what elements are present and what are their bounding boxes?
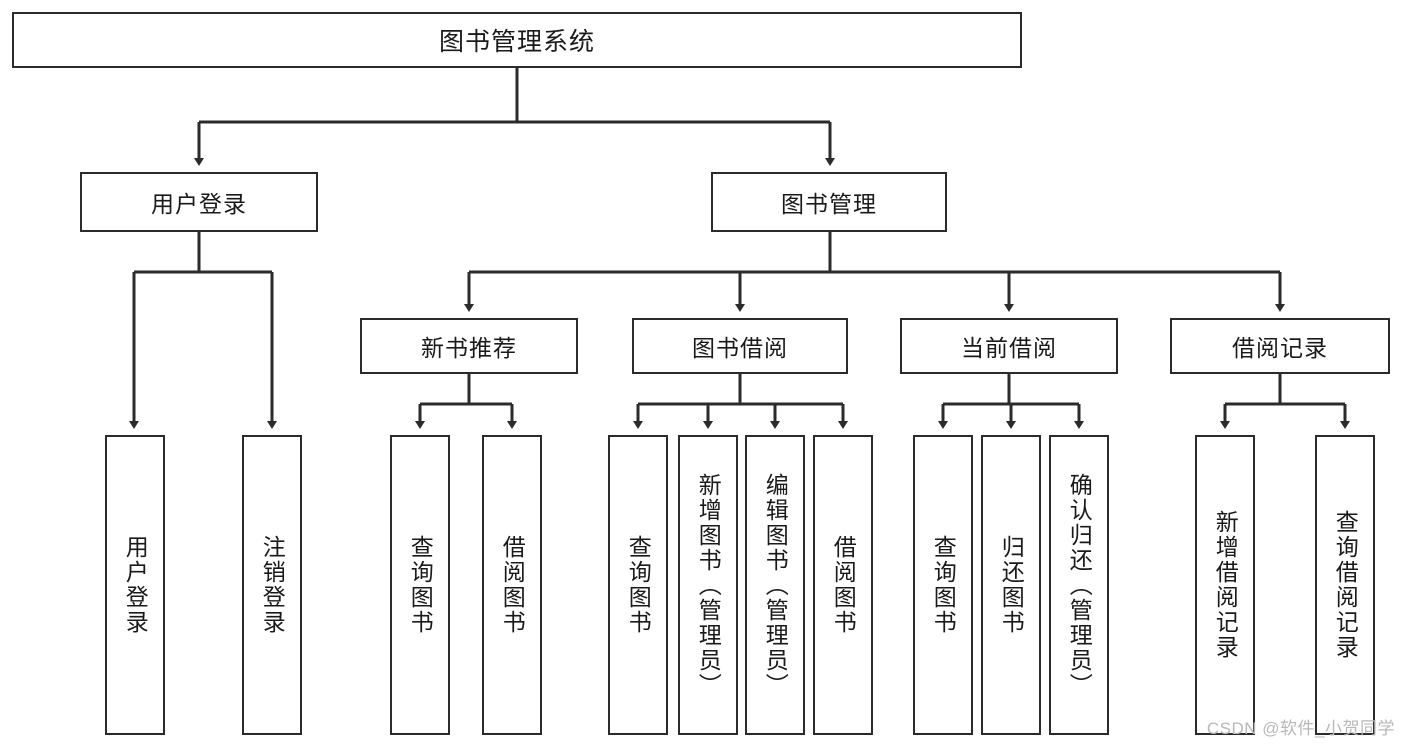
node-leaf-logout-label: 注销登录: [259, 535, 286, 635]
node-leaf-logout[interactable]: 注销登录: [242, 435, 302, 735]
node-book-manage-label: 图书管理: [781, 191, 877, 217]
watermark: CSDN @软件_小贺同学: [1206, 719, 1395, 738]
node-leaf-edit-book-label: 编辑图书（管理员）: [762, 472, 789, 698]
node-leaf-return-book-label: 归还图书: [998, 535, 1025, 635]
node-new-book-recommend[interactable]: 新书推荐: [360, 318, 578, 374]
node-leaf-add-book-label: 新增图书（管理员）: [695, 472, 722, 698]
node-user-login[interactable]: 用户登录: [80, 172, 318, 232]
node-user-login-label: 用户登录: [151, 191, 247, 217]
node-leaf-borrow-book-1[interactable]: 借阅图书: [482, 435, 542, 735]
node-leaf-borrow-book-2[interactable]: 借阅图书: [813, 435, 873, 735]
node-leaf-user-login[interactable]: 用户登录: [105, 435, 165, 735]
node-leaf-borrow-book-2-label: 借阅图书: [830, 535, 857, 635]
node-leaf-user-login-label: 用户登录: [122, 535, 149, 635]
node-root[interactable]: 图书管理系统: [12, 12, 1022, 68]
node-leaf-add-record[interactable]: 新增借阅记录: [1195, 435, 1255, 735]
node-leaf-confirm-return[interactable]: 确认归还（管理员）: [1049, 435, 1109, 735]
node-leaf-query-record-label: 查询借阅记录: [1332, 510, 1359, 660]
node-borrow-record[interactable]: 借阅记录: [1170, 318, 1390, 374]
node-current-borrow-label: 当前借阅: [961, 335, 1057, 361]
node-root-label: 图书管理系统: [438, 28, 595, 56]
node-leaf-add-book[interactable]: 新增图书（管理员）: [678, 435, 738, 735]
node-book-manage[interactable]: 图书管理: [711, 172, 947, 232]
node-borrow-record-label: 借阅记录: [1232, 335, 1328, 361]
node-leaf-borrow-book-1-label: 借阅图书: [499, 535, 526, 635]
node-leaf-query-book-1-label: 查询图书: [407, 535, 434, 635]
node-current-borrow[interactable]: 当前借阅: [900, 318, 1118, 374]
node-leaf-query-book-3-label: 查询图书: [930, 535, 957, 635]
node-leaf-confirm-return-label: 确认归还（管理员）: [1066, 472, 1093, 698]
node-leaf-return-book[interactable]: 归还图书: [981, 435, 1041, 735]
node-leaf-query-book-3[interactable]: 查询图书: [913, 435, 973, 735]
node-book-borrow-label: 图书借阅: [692, 335, 788, 361]
node-leaf-query-book-1[interactable]: 查询图书: [390, 435, 450, 735]
node-book-borrow[interactable]: 图书借阅: [632, 318, 848, 374]
node-leaf-edit-book[interactable]: 编辑图书（管理员）: [745, 435, 805, 735]
node-leaf-add-record-label: 新增借阅记录: [1212, 510, 1239, 660]
node-leaf-query-record[interactable]: 查询借阅记录: [1315, 435, 1375, 735]
node-leaf-query-book-2-label: 查询图书: [625, 535, 652, 635]
node-leaf-query-book-2[interactable]: 查询图书: [608, 435, 668, 735]
node-new-book-recommend-label: 新书推荐: [421, 335, 517, 361]
